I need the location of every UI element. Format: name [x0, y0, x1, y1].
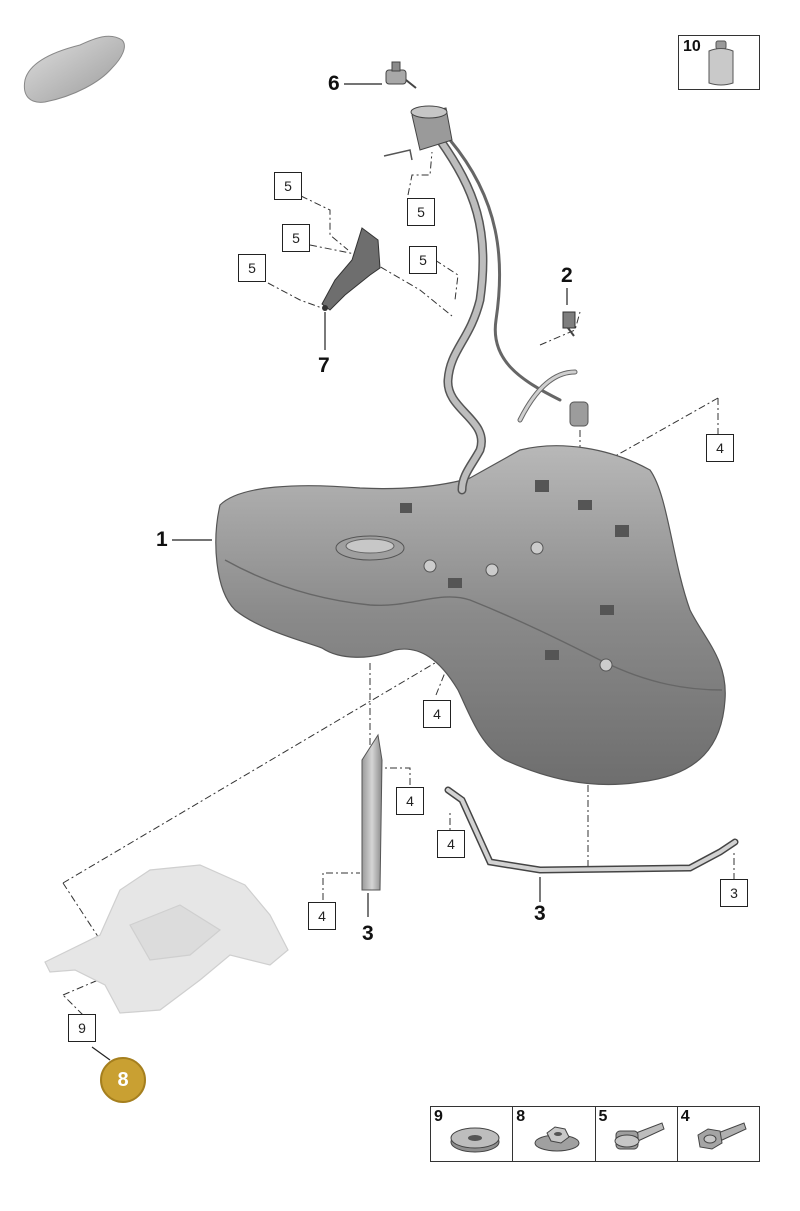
- filler-neck-head: [383, 105, 453, 161]
- callout-box-4: 4: [423, 700, 451, 728]
- callout-box-5: 5: [282, 224, 310, 252]
- fastener-cell-nut[interactable]: 8: [513, 1107, 596, 1161]
- callout-box-4: 4: [308, 902, 336, 930]
- fastener-number: 9: [434, 1108, 443, 1125]
- vent-valve: [385, 61, 417, 89]
- fastener-cell-washer[interactable]: 9: [431, 1107, 514, 1161]
- part-label-3-right: 3: [534, 902, 546, 925]
- screw-icon: [614, 1122, 665, 1150]
- callout-box-3: 3: [720, 879, 748, 907]
- part-label-6: 6: [328, 72, 340, 95]
- callout-box-9: 9: [68, 1014, 96, 1042]
- fastener-cell-bolt[interactable]: 4: [678, 1107, 759, 1161]
- fluid-part-box: 10: [678, 35, 760, 90]
- bracket: [321, 227, 381, 311]
- heat-shield: [44, 864, 289, 1014]
- leader-lines: [91, 83, 568, 1061]
- callout-box-5: 5: [238, 254, 266, 282]
- bottle-icon: [708, 40, 734, 86]
- fuel-tank: [215, 401, 726, 786]
- filler-pipe: [435, 135, 578, 495]
- strap-left: [361, 733, 383, 891]
- part-label-1: 1: [156, 528, 168, 551]
- fastener-number: 4: [680, 1108, 690, 1125]
- strap-right: [444, 786, 739, 874]
- callout-box-5: 5: [409, 246, 437, 274]
- clip: [562, 311, 576, 337]
- fastener-table: 9 8 5 4: [430, 1106, 760, 1162]
- part-label-3-left: 3: [362, 922, 374, 945]
- callout-box-4: 4: [437, 830, 465, 858]
- bolt-icon: [697, 1122, 747, 1150]
- car-silhouette-icon: [23, 35, 125, 103]
- fastener-number: 5: [598, 1108, 608, 1125]
- washer-icon: [450, 1127, 500, 1153]
- nut-icon: [534, 1126, 580, 1152]
- part-label-2: 2: [561, 264, 573, 287]
- part-label-7: 7: [318, 354, 330, 377]
- fastener-number: 8: [516, 1108, 526, 1125]
- fastener-cell-screw[interactable]: 5: [596, 1107, 678, 1161]
- fluid-part-number: 10: [683, 38, 701, 55]
- callout-box-5: 5: [407, 198, 435, 226]
- highlight-badge[interactable]: 8: [100, 1057, 146, 1103]
- callout-box-4: 4: [706, 434, 734, 462]
- callout-box-4: 4: [396, 787, 424, 815]
- callout-box-5: 5: [274, 172, 302, 200]
